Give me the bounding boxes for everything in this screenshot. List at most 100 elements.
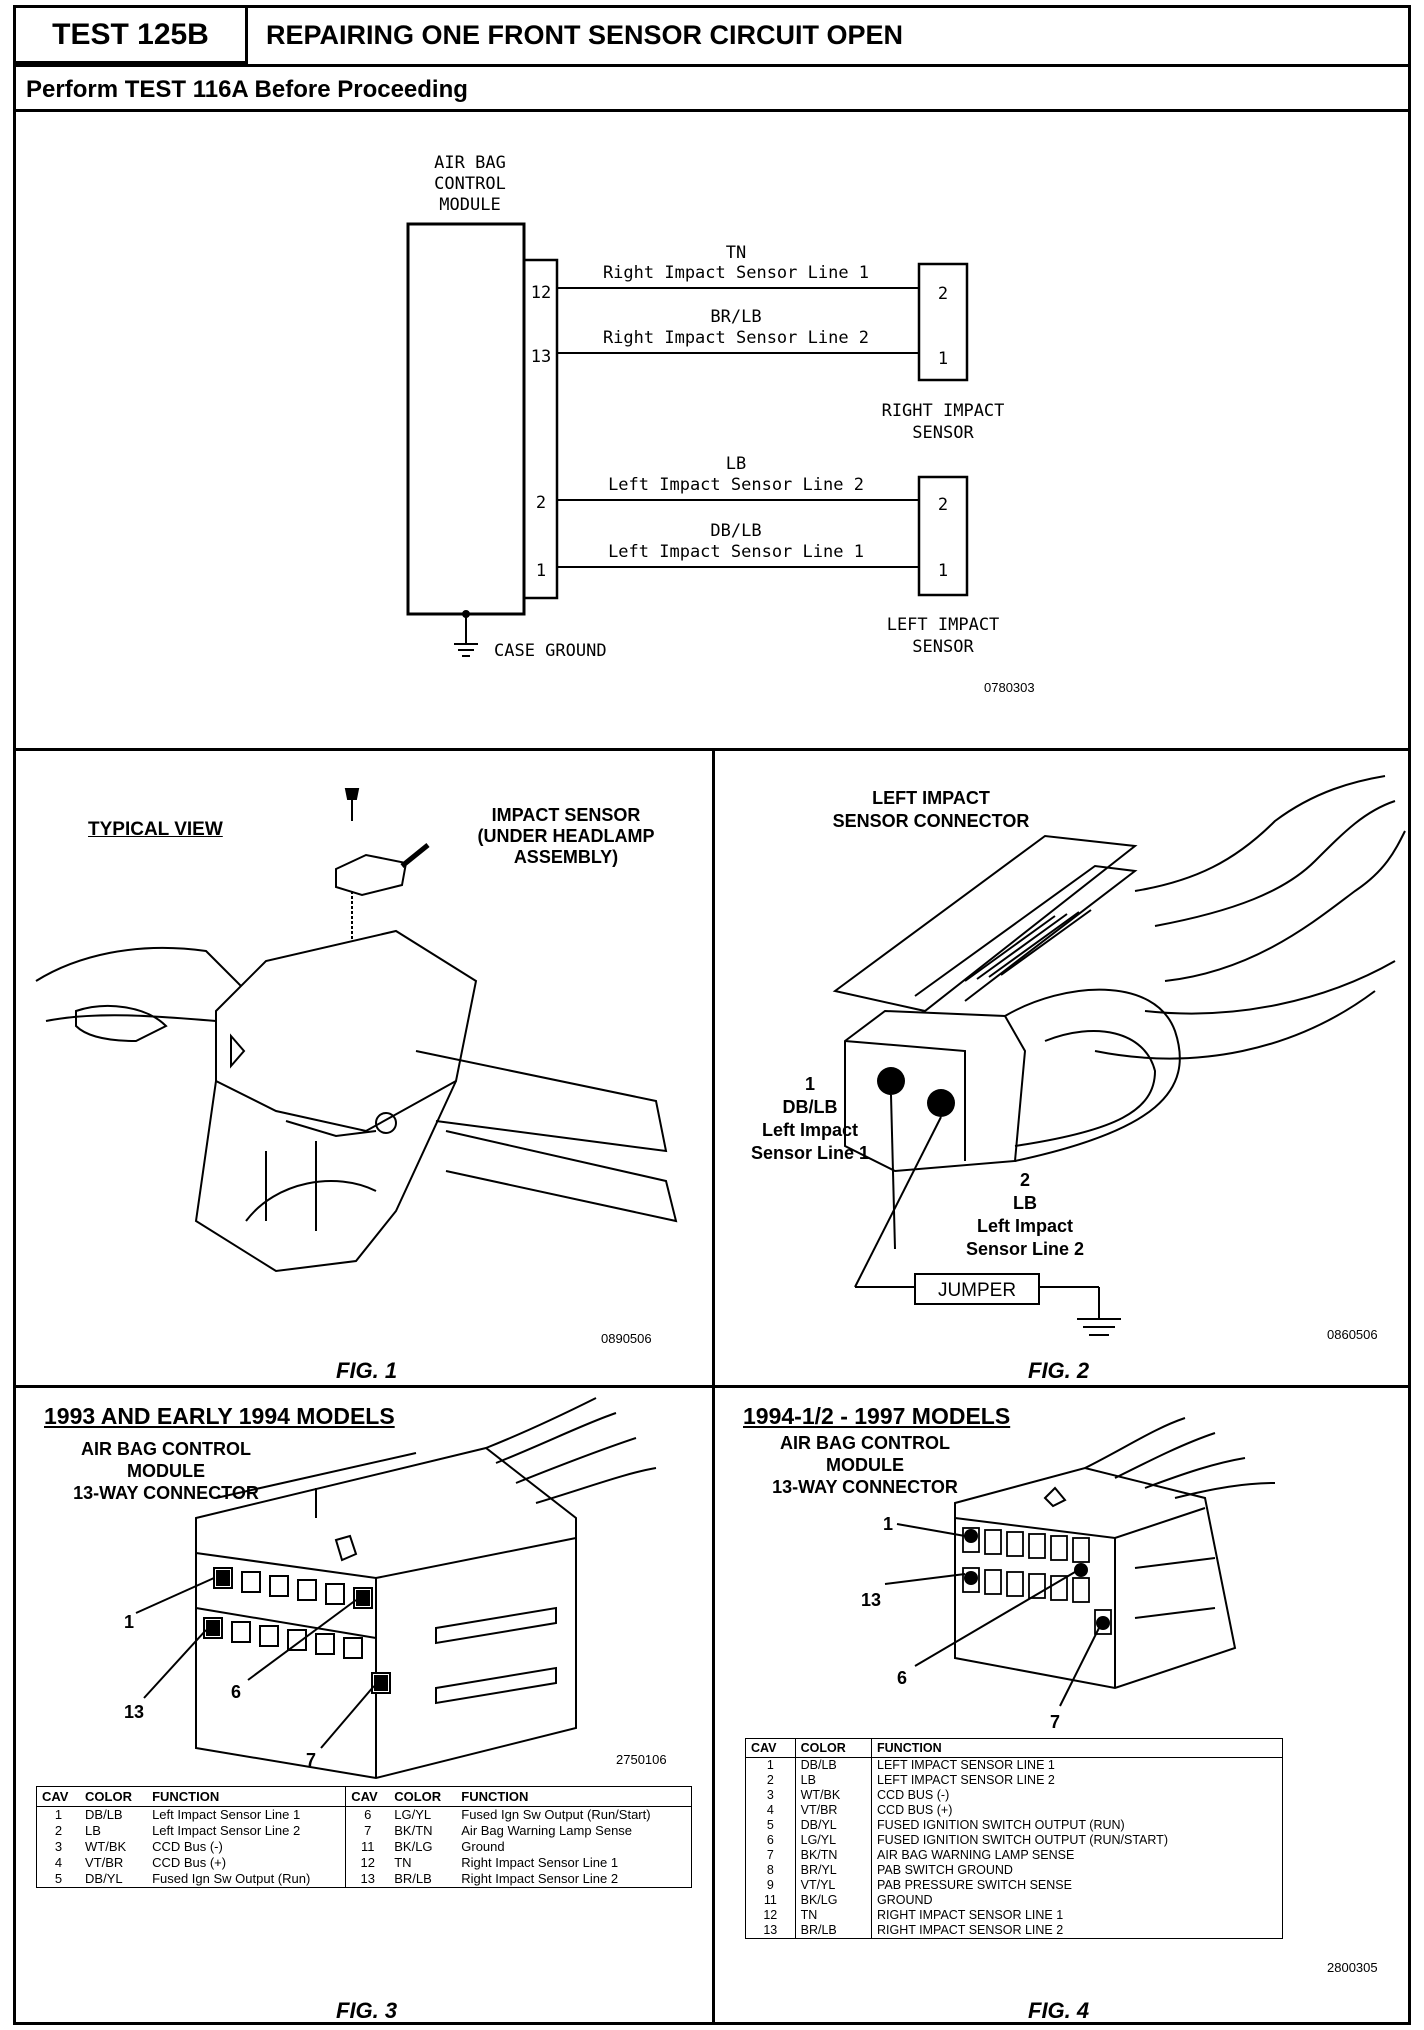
table-cell: 7 bbox=[345, 1823, 390, 1839]
module-label: AIR BAG CONTROL MODULE bbox=[434, 153, 506, 215]
pin2-callout: 2 LB Left Impact Sensor Line 2 bbox=[935, 1169, 1115, 1261]
fig3-heading: 1993 AND EARLY 1994 MODELS bbox=[44, 1403, 395, 1429]
callout-line: Left Impact bbox=[761, 1120, 858, 1140]
ground-icon bbox=[454, 610, 478, 657]
subtitle-divider bbox=[16, 109, 1408, 112]
table-cell: AIR BAG WARNING LAMP SENSE bbox=[877, 1848, 1075, 1862]
wire-color: LB bbox=[726, 454, 746, 474]
table-cell: WT/BK bbox=[85, 1839, 127, 1854]
right-sensor-box bbox=[917, 262, 969, 382]
table-cell: 3 bbox=[54, 1839, 63, 1854]
callout-1: 1 bbox=[883, 1514, 893, 1534]
table-cell: CCD BUS (+) bbox=[877, 1803, 953, 1817]
table-cell: Right Impact Sensor Line 2 bbox=[461, 1871, 619, 1886]
table-cell: VT/YL bbox=[795, 1878, 873, 1893]
table-cell: LB bbox=[85, 1823, 101, 1838]
fig4-caption: FIG. 4 bbox=[1028, 1998, 1090, 2023]
table-cell: LG/YL bbox=[795, 1833, 873, 1848]
module-box bbox=[406, 222, 526, 616]
fig3-panel: 1993 AND EARLY 1994 MODELS AIR BAG CONTR… bbox=[16, 1388, 712, 2024]
table-cell: DB/LB bbox=[795, 1757, 873, 1773]
fig4-title: AIR BAG CONTROL MODULE 13-WAY CONNECTOR bbox=[755, 1432, 975, 1498]
connector-illustration-1993: 1 13 6 7 bbox=[124, 1397, 657, 1780]
fig2-code: 0860506 bbox=[1327, 1327, 1378, 1342]
module-label-line: CONTROL bbox=[434, 174, 506, 194]
table-cell: 3 bbox=[745, 1788, 796, 1803]
callout-line: IMPACT SENSOR bbox=[491, 805, 641, 825]
table-cell: LEFT IMPACT SENSOR LINE 1 bbox=[877, 1758, 1055, 1772]
sensor-connector-illustration: JUMPER bbox=[832, 775, 1406, 1336]
table-cell: 2 bbox=[54, 1823, 63, 1838]
pin-label: 1 bbox=[536, 561, 546, 581]
table-cell: 6 bbox=[745, 1833, 796, 1848]
module-label-line: MODULE bbox=[439, 195, 500, 215]
col-header: FUNCTION bbox=[871, 1738, 1283, 1758]
typical-view-label: TYPICAL VIEW bbox=[88, 819, 223, 840]
fig2-panel: LEFT IMPACT SENSOR CONNECTOR bbox=[715, 751, 1408, 1385]
table-cell: BK/LG bbox=[394, 1839, 433, 1854]
fig3-title-line: MODULE bbox=[127, 1461, 205, 1481]
table-cell: GROUND bbox=[877, 1893, 933, 1907]
table-cell: VT/BR bbox=[85, 1855, 124, 1870]
fig2-title-line: LEFT IMPACT bbox=[872, 788, 990, 808]
pin-label: 2 bbox=[536, 493, 546, 513]
table-cell: BK/TN bbox=[394, 1823, 433, 1838]
table-cell: Air Bag Warning Lamp Sense bbox=[461, 1823, 633, 1838]
table-cell: BR/LB bbox=[795, 1923, 873, 1939]
fig4-panel: 1994-1/2 - 1997 MODELS AIR BAG CONTROL M… bbox=[715, 1388, 1408, 2024]
fig4-code: 2800305 bbox=[1327, 1960, 1378, 1975]
fig1-code: 0890506 bbox=[601, 1331, 652, 1346]
fig3-title-line: 13-WAY CONNECTOR bbox=[73, 1483, 259, 1503]
wire-color: DB/LB bbox=[710, 521, 761, 541]
fig3-caption: FIG. 3 bbox=[336, 1998, 398, 2023]
table-cell: RIGHT IMPACT SENSOR LINE 1 bbox=[877, 1908, 1064, 1922]
fig3-title-line: AIR BAG CONTROL bbox=[81, 1439, 251, 1459]
test-id: TEST 125B bbox=[16, 8, 248, 64]
wiring-schematic: AIR BAG CONTROL MODULE 12 13 2 1 TN Righ… bbox=[16, 112, 1408, 748]
wire-name: Right Impact Sensor Line 1 bbox=[603, 263, 869, 283]
table-cell: BK/TN bbox=[795, 1848, 873, 1863]
table-cell: Fused Ign Sw Output (Run) bbox=[152, 1871, 311, 1886]
callout-line: 1 bbox=[804, 1074, 815, 1094]
sensor-pin: 1 bbox=[938, 349, 948, 369]
callout-7: 7 bbox=[1050, 1712, 1060, 1732]
table-cell: 4 bbox=[54, 1855, 63, 1870]
callout-6: 6 bbox=[231, 1682, 241, 1702]
table-cell: 4 bbox=[745, 1803, 796, 1818]
table-cell: Right Impact Sensor Line 1 bbox=[461, 1855, 619, 1870]
wire-color: TN bbox=[726, 243, 746, 263]
callout-line: Sensor Line 1 bbox=[750, 1143, 870, 1163]
fig2-title: LEFT IMPACT SENSOR CONNECTOR bbox=[801, 787, 1061, 833]
wire-name: Right Impact Sensor Line 2 bbox=[603, 328, 869, 348]
callout-line: Sensor Line 2 bbox=[965, 1239, 1085, 1259]
table-cell: 12 bbox=[745, 1908, 796, 1923]
table-cell: 6 bbox=[345, 1806, 390, 1823]
schematic-svg: AIR BAG CONTROL MODULE 12 13 2 1 TN Righ… bbox=[406, 153, 1035, 695]
table-cell: 8 bbox=[745, 1863, 796, 1878]
col-header: CAV bbox=[36, 1786, 81, 1807]
col-header: CAV bbox=[345, 1786, 390, 1807]
table-cell: 12 bbox=[345, 1855, 390, 1871]
module-label-line: AIR BAG bbox=[434, 153, 506, 173]
table-cell: LB bbox=[795, 1773, 873, 1788]
fig4-title-line: 13-WAY CONNECTOR bbox=[772, 1477, 958, 1497]
table-cell: LG/YL bbox=[394, 1807, 432, 1822]
callout-6: 6 bbox=[897, 1668, 907, 1688]
col-header: COLOR bbox=[80, 1786, 148, 1807]
table-cell: Left Impact Sensor Line 2 bbox=[152, 1823, 301, 1838]
fig4-title-line: AIR BAG CONTROL bbox=[780, 1433, 950, 1453]
table-cell: TN bbox=[394, 1855, 412, 1870]
